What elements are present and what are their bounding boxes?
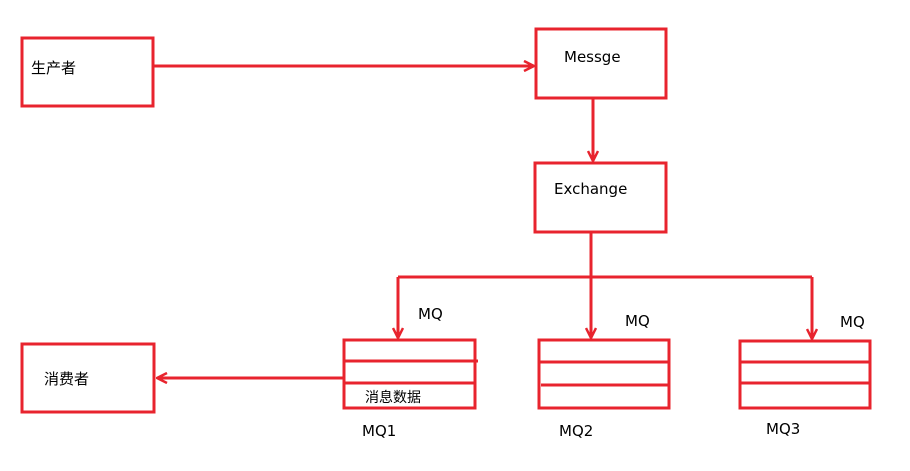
consumer-label: 消费者 <box>44 370 89 388</box>
message-box <box>534 27 668 100</box>
mq2-name: MQ2 <box>559 422 593 440</box>
mq1-edge-label: MQ <box>418 305 443 323</box>
mq2-edge-label: MQ <box>625 312 650 330</box>
mq3-name: MQ3 <box>766 420 800 438</box>
producer-box <box>20 36 155 108</box>
mq1-slot-text: 消息数据 <box>365 389 421 406</box>
message-label: Messge <box>564 48 621 66</box>
exchange-label: Exchange <box>554 180 627 198</box>
mq1-name: MQ1 <box>362 422 396 440</box>
mq3-edge-label: MQ <box>840 313 865 331</box>
queue-mq2 <box>537 338 671 410</box>
queue-mq1 <box>342 338 478 410</box>
exchange-box <box>533 161 668 234</box>
queue-mq3 <box>738 339 872 410</box>
producer-label: 生产者 <box>31 59 76 77</box>
consumer-box <box>20 342 156 414</box>
